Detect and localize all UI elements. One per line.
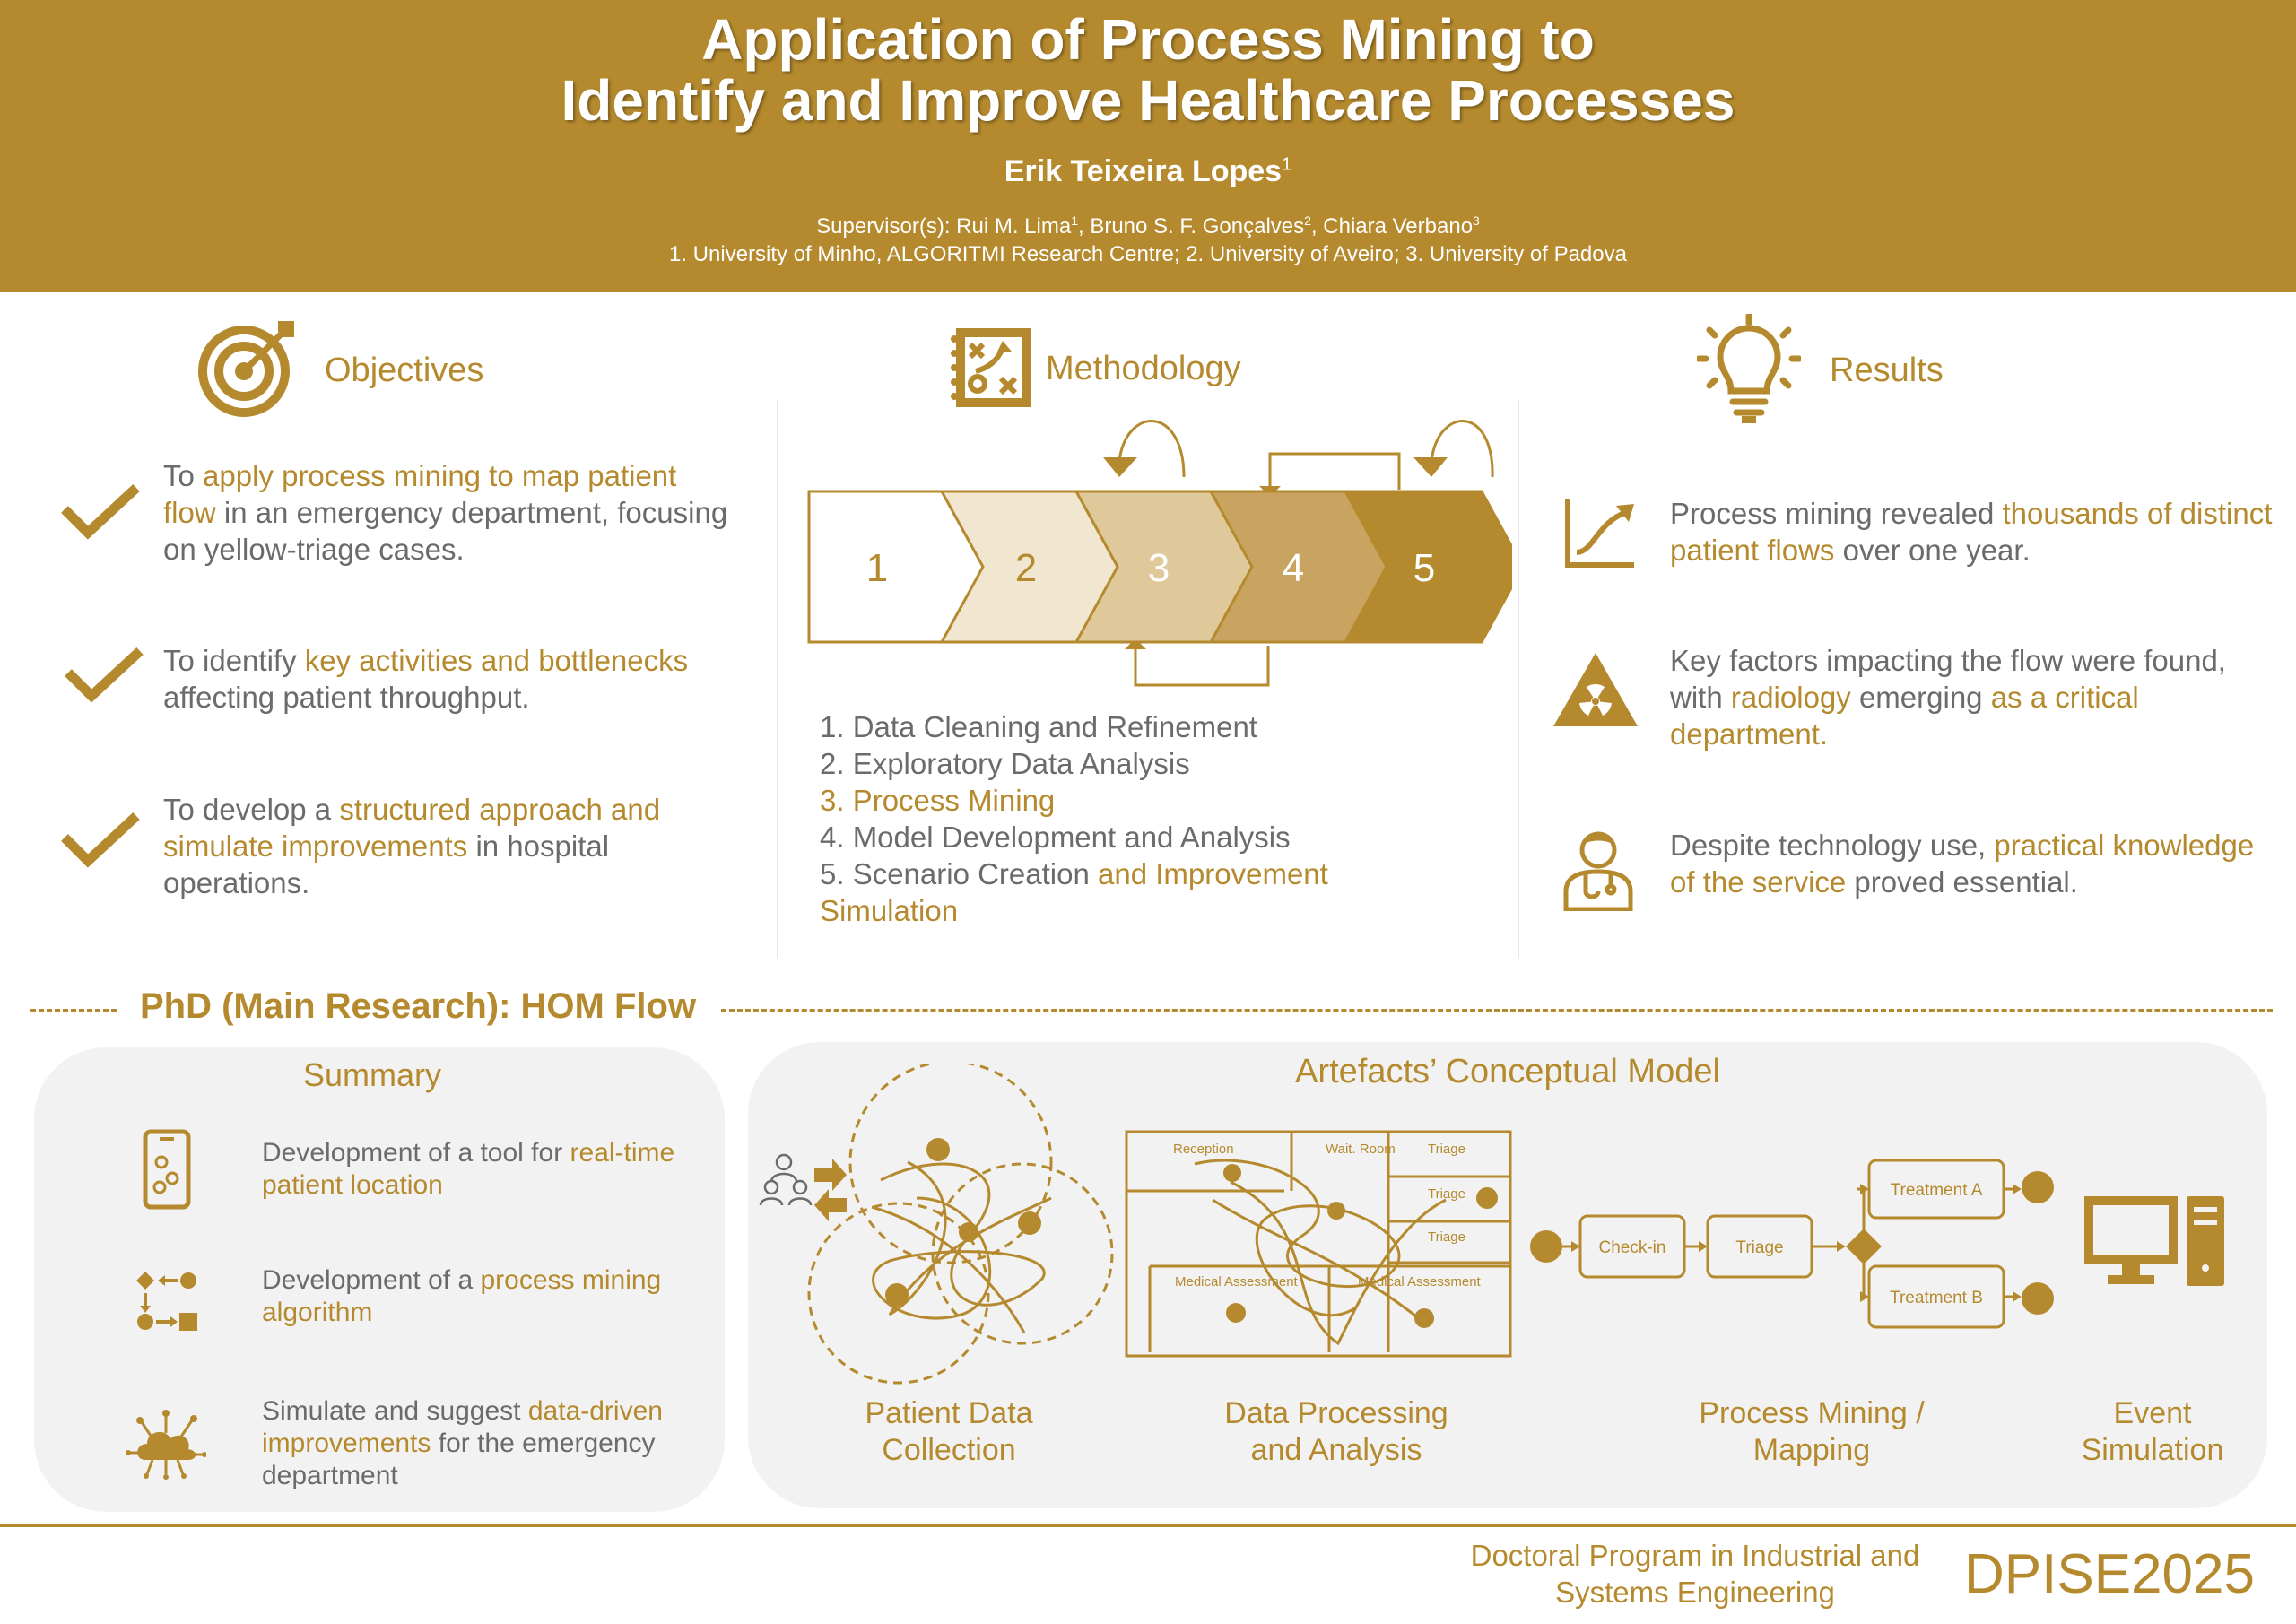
affiliations: 1. University of Minho, ALGORITMI Resear…: [669, 242, 1627, 266]
poster-title: Application of Process Mining to Identif…: [561, 7, 1735, 133]
algorithm-flow-icon: [136, 1272, 197, 1331]
patient-data-collection-illustration: [759, 1064, 1114, 1385]
method-step: 2. Exploratory Data Analysis: [820, 747, 1190, 780]
stage-label-process-mining: Process Mining /Mapping: [1699, 1396, 1925, 1467]
step-number: 3: [1148, 546, 1170, 590]
step-number: 2: [1015, 546, 1037, 590]
summary-item: Simulate and suggest data-driven improve…: [262, 1396, 663, 1490]
method-step: 4. Model Development and Analysis: [820, 821, 1291, 854]
method-step: 3. Process Mining: [820, 784, 1056, 817]
room-label: Triage: [1428, 1186, 1465, 1202]
result-item: Despite technology use, practical knowle…: [1670, 829, 2255, 899]
footer-rule: [0, 1524, 2296, 1527]
computer-icon: [2084, 1196, 2224, 1286]
column-divider: [1518, 400, 1519, 958]
growth-chart-icon: [1565, 499, 1634, 568]
process-node-label: Treatment B: [1890, 1289, 1983, 1307]
methodology-steps-list: 1. Data Cleaning and Refinement 2. Explo…: [820, 708, 1403, 929]
room-label: Reception: [1173, 1142, 1234, 1157]
event-code: DPISE2025: [1964, 1543, 2255, 1605]
methodology-title: Methodology: [1046, 350, 1241, 387]
strategy-board-icon: [951, 328, 1031, 407]
summary-item: Development of a tool for real-time pati…: [262, 1138, 675, 1200]
radiation-warning-icon: [1553, 653, 1638, 726]
step-number: 5: [1413, 546, 1435, 590]
room-label: Triage: [1428, 1142, 1465, 1157]
objective-item: To develop a structured approach and sim…: [163, 793, 661, 899]
method-step: 5. Scenario Creation and Improvement Sim…: [820, 857, 1328, 927]
process-node-label: Triage: [1735, 1238, 1783, 1257]
phone-location-icon: [143, 1129, 191, 1210]
room-label: Medical Assessment: [1358, 1274, 1482, 1290]
process-node-label: Check-in: [1599, 1238, 1666, 1257]
process-node-label: Treatment A: [1891, 1181, 1983, 1200]
results-title: Results: [1830, 352, 1944, 389]
result-item: Process mining revealed thousands of dis…: [1670, 497, 2273, 567]
artefacts-panel: [748, 1042, 2267, 1508]
checkmark-icon: [65, 647, 144, 703]
methodology-process-diagram: 1 2 3 4 5: [807, 420, 1512, 687]
room-label: Wait. Room: [1326, 1142, 1396, 1157]
process-map-illustration: Check-in Triage Treatment A Treatment B: [1530, 1159, 2054, 1329]
result-item: Key factors impacting the flow were foun…: [1670, 644, 2226, 751]
poster-header: Application of Process Mining to Identif…: [0, 0, 2296, 292]
lightbulb-icon: [1697, 314, 1801, 423]
phd-section-divider: PhD (Main Research): HOM Flow: [30, 985, 2273, 1035]
phd-title: PhD (Main Research): HOM Flow: [129, 986, 708, 1027]
room-label: Triage: [1428, 1229, 1465, 1245]
artefacts-title: Artefacts’ Conceptual Model: [1295, 1053, 1720, 1090]
method-step: 1. Data Cleaning and Refinement: [820, 710, 1257, 743]
step-number: 1: [866, 546, 888, 590]
target-icon: [198, 321, 294, 417]
floorplan-illustration: Reception Wait. Room Triage Triage Triag…: [1125, 1130, 1512, 1358]
objective-item: To apply process mining to map patient f…: [163, 459, 728, 566]
checkmark-icon: [61, 483, 140, 540]
doctor-icon: [1563, 831, 1633, 911]
room-label: Medical Assessment: [1175, 1274, 1299, 1290]
summary-item: Development of a process mining algorith…: [262, 1265, 662, 1327]
cloud-network-icon: [126, 1410, 206, 1480]
objectives-title: Objectives: [325, 352, 484, 389]
summary-title: Summary: [303, 1056, 442, 1093]
column-divider: [777, 400, 778, 958]
author-name: Erik Teixeira Lopes1: [1004, 154, 1292, 188]
objective-item: To identify key activities and bottlenec…: [163, 644, 689, 714]
checkmark-icon: [61, 812, 140, 868]
step-number: 4: [1283, 546, 1304, 590]
supervisors: Supervisor(s): Rui M. Lima1, Bruno S. F.…: [816, 213, 1480, 239]
